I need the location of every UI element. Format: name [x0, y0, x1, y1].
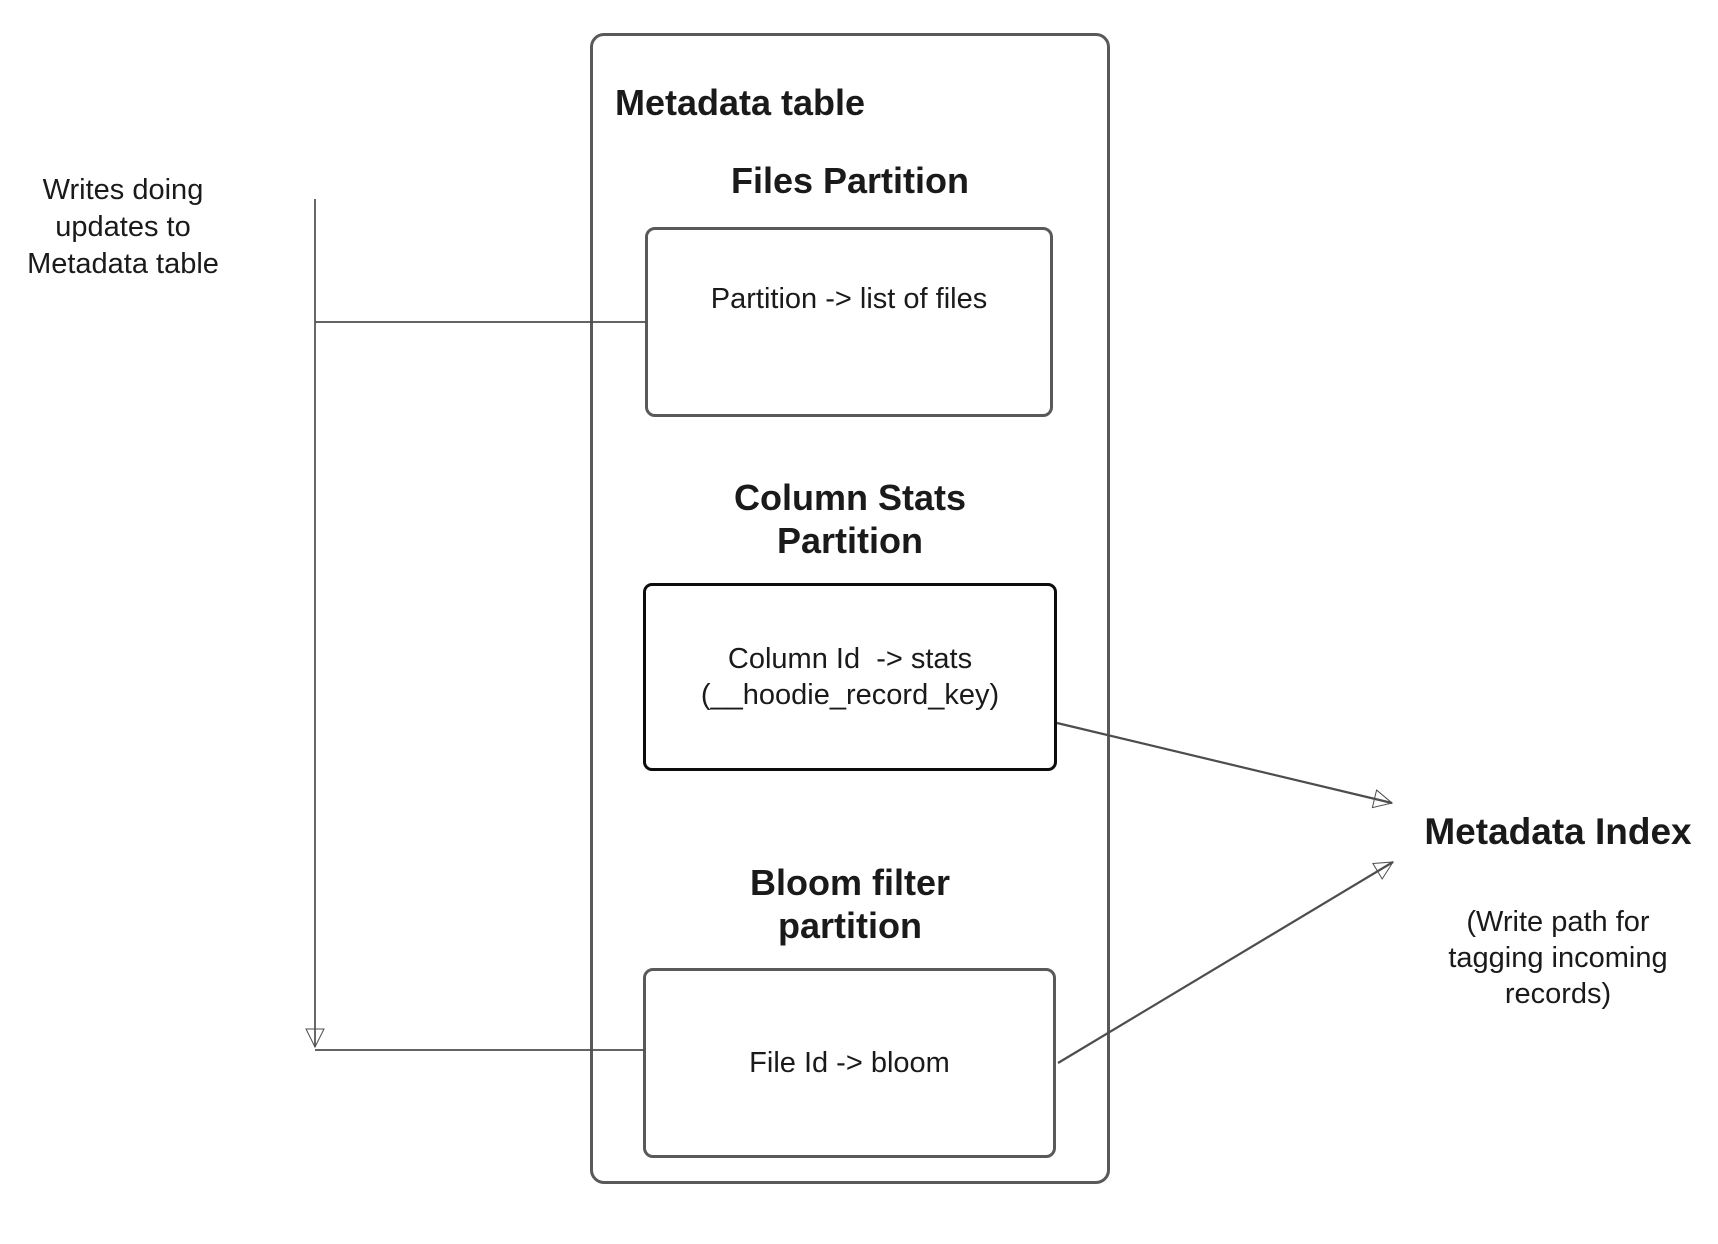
column-stats-partition-heading: Column Stats Partition	[733, 477, 966, 561]
bloom-filter-partition-heading: Bloom filter partition	[749, 862, 950, 946]
metadata-index-subtitle: (Write path for tagging incoming records…	[1448, 906, 1668, 1010]
bloom-filter-partition-box: File Id -> bloom	[643, 968, 1056, 1158]
files-partition-box: Partition -> list of files	[645, 227, 1053, 417]
metadata-table-container: Metadata table Files Partition Partition…	[590, 33, 1110, 1184]
files-partition-heading: Files Partition	[730, 160, 970, 201]
bloom-filter-partition-box-label: File Id -> bloom	[749, 1047, 950, 1079]
writes-note: Writes doing updates to Metadata table	[27, 174, 219, 280]
files-partition-box-label: Partition -> list of files	[710, 283, 988, 315]
metadata-index-title: Metadata Index	[1424, 811, 1692, 852]
column-stats-partition-box-label: Column Id -> stats (__hoodie_record_key)	[700, 643, 1000, 711]
column-stats-partition-box: Column Id -> stats (__hoodie_record_key)	[643, 583, 1057, 771]
metadata-index: Metadata Index (Write path for tagging i…	[1403, 810, 1713, 1012]
metadata-table-title: Metadata table	[615, 82, 866, 123]
